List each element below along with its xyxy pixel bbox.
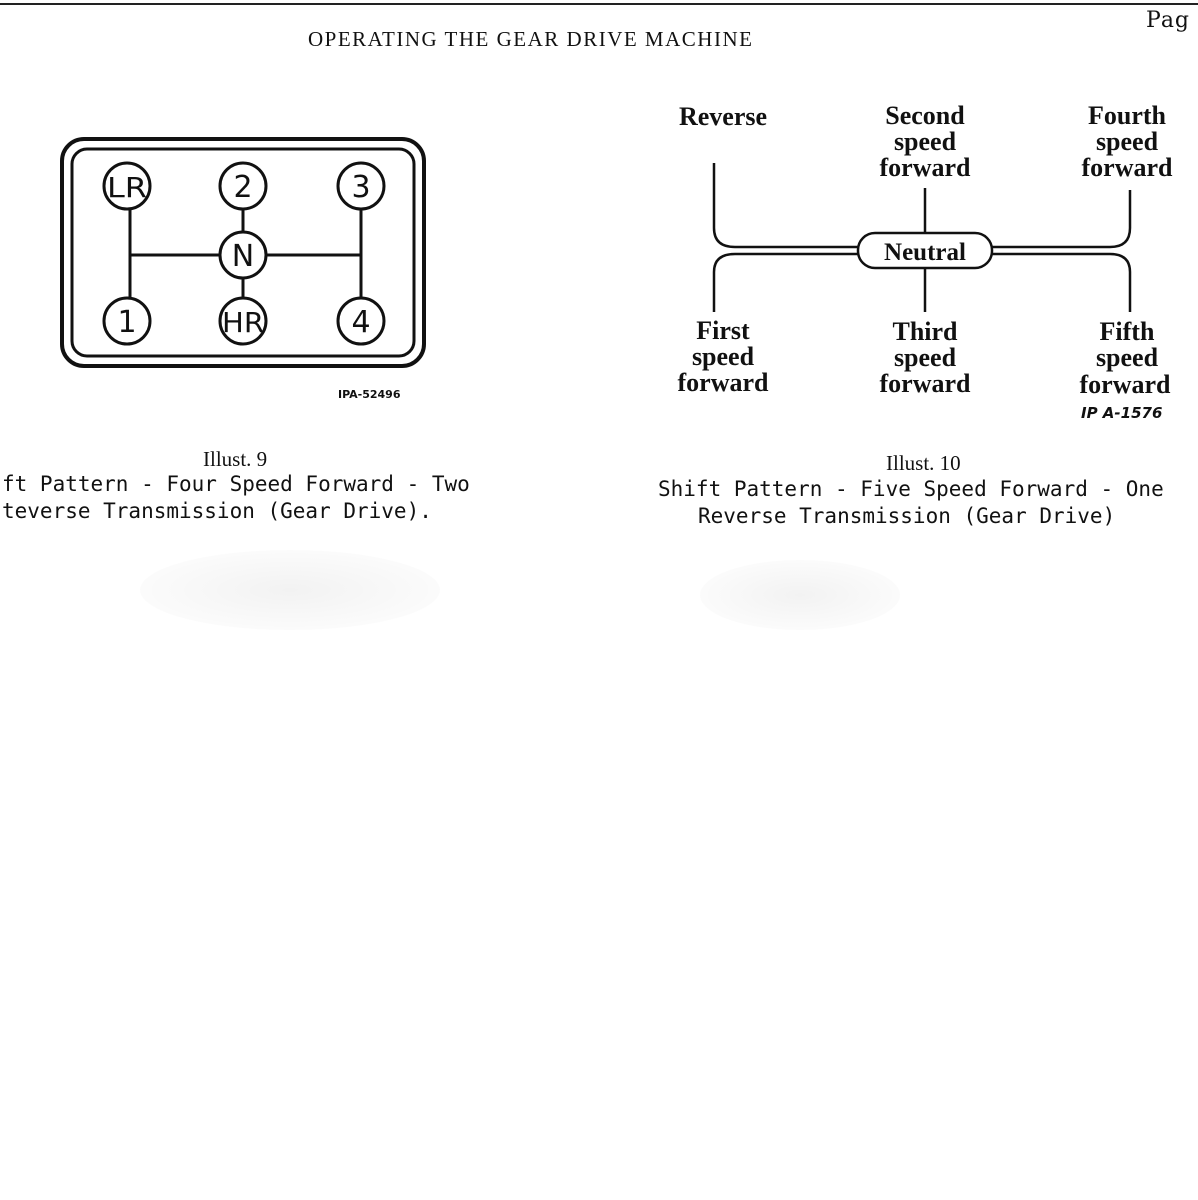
first-label-line2: speed	[692, 342, 755, 371]
third-label-line1: Third	[892, 317, 958, 346]
illust9-number: Illust. 9	[203, 447, 268, 471]
page-title: OPERATING THE GEAR DRIVE MACHINE	[308, 27, 754, 51]
first-label-line3: forward	[678, 368, 770, 397]
scan-smudge	[140, 550, 440, 630]
second-label-line3: forward	[880, 153, 972, 182]
illust9-diagram	[60, 137, 426, 368]
fourth-label-line3: forward	[1082, 153, 1174, 182]
illust9-code: IPA-52496	[338, 388, 401, 401]
fifth-label-line1: Fifth	[1100, 317, 1155, 346]
gear-label-n: N	[232, 239, 254, 274]
gear-circle-4	[336, 296, 386, 346]
fourth-label-line2: speed	[1096, 127, 1159, 156]
gear-label-4: 4	[351, 305, 370, 340]
illust9-caption-line2: teverse Transmission (Gear Drive).	[2, 499, 432, 523]
neutral-box	[856, 231, 994, 270]
gear-circle-hr	[218, 296, 268, 346]
gear-label-lr: LR	[107, 171, 147, 204]
gear-label-hr: HR	[222, 306, 264, 339]
gear-label-3: 3	[351, 170, 370, 205]
fourth-label-line1: Fourth	[1088, 101, 1167, 130]
third-label-line3: forward	[880, 369, 972, 398]
scan-smudge	[700, 560, 900, 630]
reverse-arm	[712, 163, 858, 249]
first-arm	[712, 252, 858, 312]
illust10-diagram	[712, 163, 1132, 312]
gear-circle-lr	[102, 161, 152, 211]
reverse-label: Reverse	[679, 102, 767, 131]
third-label-line2: speed	[894, 343, 957, 372]
illust10-code: IP A-1576	[1081, 404, 1162, 422]
gear-circle-1	[102, 296, 152, 346]
fifth-arm	[992, 252, 1132, 312]
gate-inner-frame	[70, 147, 416, 358]
neutral-label: Neutral	[884, 239, 966, 266]
illust10-caption-line2: Reverse Transmission (Gear Drive)	[698, 504, 1116, 528]
gear-circle-2	[218, 161, 268, 211]
gear-circle-n	[218, 230, 268, 280]
second-label-line1: Second	[885, 101, 965, 130]
gate-outer-frame	[60, 137, 426, 368]
gear-circle-3	[336, 161, 386, 211]
fifth-label-line3: forward	[1080, 370, 1172, 399]
fourth-arm	[992, 190, 1132, 249]
illust9-caption-line1: ft Pattern - Four Speed Forward - Two	[2, 472, 470, 496]
top-rule	[0, 3, 1198, 5]
page-label: Pag	[1146, 8, 1191, 33]
first-label-line1: First	[696, 316, 750, 345]
second-label-line2: speed	[894, 127, 957, 156]
fifth-label-line2: speed	[1096, 343, 1159, 372]
illust10-caption-line1: Shift Pattern - Five Speed Forward - One	[658, 477, 1164, 501]
gear-label-1: 1	[117, 305, 136, 340]
gear-label-2: 2	[233, 170, 252, 205]
illust10-number: Illust. 10	[886, 451, 961, 475]
